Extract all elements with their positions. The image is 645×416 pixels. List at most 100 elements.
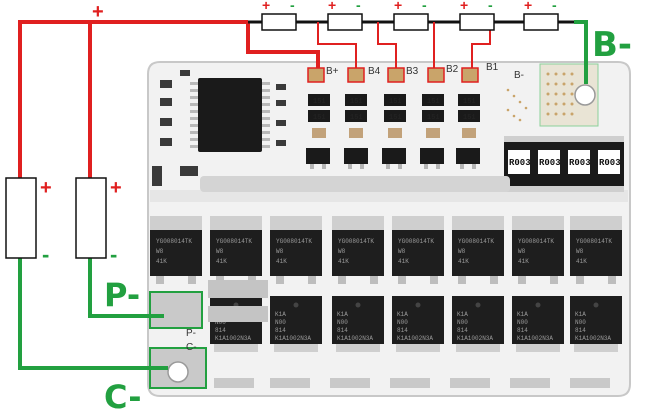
mosfet-body	[270, 230, 322, 276]
bottom-edge-pads	[214, 378, 610, 388]
mosfet-marking: 814	[575, 327, 586, 334]
silk-b3: B3	[406, 66, 419, 77]
mosfet-marking: N00	[337, 319, 348, 326]
mosfet-leg	[576, 276, 584, 284]
small-passives	[152, 70, 286, 186]
mosfet-dot	[593, 302, 599, 308]
silk-p-minus: P-	[186, 328, 196, 339]
resistor-code-8: 151	[389, 114, 402, 122]
mosfet-tab	[274, 344, 318, 352]
mosfet-leg	[156, 276, 164, 284]
resistor-code-4: 151	[427, 98, 440, 106]
mosfet-leg	[550, 276, 558, 284]
mosfet-marking: K1A1002N3A	[275, 335, 311, 342]
mosfet-leg	[188, 276, 196, 284]
mosfet-marking: 814	[337, 327, 348, 334]
p-minus-label: P-	[104, 276, 140, 314]
mosfet-tab	[512, 216, 564, 230]
mosfet-marking: N00	[517, 319, 528, 326]
mosfet-tab	[452, 216, 504, 230]
mosfet-body	[512, 230, 564, 276]
silk-b-plus: B+	[326, 66, 339, 77]
mosfet-marking: K1A	[337, 311, 348, 318]
mosfet-marking: 814	[397, 327, 408, 334]
silk-c-minus: C-	[186, 342, 197, 353]
mosfet-leg	[276, 276, 284, 284]
mosfet-marking: 41K	[276, 258, 287, 265]
mosfet-leg	[398, 276, 406, 284]
mosfet-tab	[150, 216, 202, 230]
solder-band	[200, 176, 510, 192]
mosfet-leg	[308, 276, 316, 284]
mosfet-tab	[396, 344, 440, 352]
mosfet-marking: N00	[397, 319, 408, 326]
bal-plus-4: +	[460, 0, 468, 13]
positive-wires	[18, 20, 320, 178]
balance-resistors	[261, 13, 559, 31]
smd-resistors-row2	[308, 110, 480, 122]
top-plus-label: +	[92, 1, 104, 23]
mounting-hole-b-minus	[574, 84, 596, 106]
controller-ic	[190, 78, 270, 152]
cell-1	[5, 177, 37, 259]
mosfet-marking: N00	[457, 319, 468, 326]
mosfet-marking: YG008014TK	[156, 238, 192, 245]
mosfet-marking: K1A	[575, 311, 586, 318]
mosfet-marking: K1A1002N3A	[397, 335, 433, 342]
mosfet-tab	[392, 216, 444, 230]
mosfet-leg	[370, 276, 378, 284]
shunt-code-2: R003	[539, 158, 561, 168]
mosfet-tab	[456, 344, 500, 352]
mosfet-marking: N00	[215, 319, 226, 326]
mosfet-marking: N00	[275, 319, 286, 326]
shunt-code-4: R003	[599, 158, 621, 168]
silk-b1: B1	[486, 62, 499, 73]
mosfet-body	[210, 230, 262, 276]
mosfet-marking: W8	[156, 248, 164, 255]
mosfet-marking: K1A1002N3A	[575, 335, 611, 342]
mosfet-marking: YG008014TK	[216, 238, 252, 245]
balance-columns: 151 151 151 151 151 151 151 151 151 151	[306, 67, 480, 169]
cell-2	[75, 177, 107, 259]
mosfet-leg	[490, 276, 498, 284]
resistor-code-7: 151	[350, 114, 363, 122]
mosfet-marking: W8	[216, 248, 224, 255]
mosfet-marking: YG008014TK	[576, 238, 612, 245]
mounting-hole-c-minus	[167, 361, 189, 383]
bal-minus-5: -	[552, 0, 557, 13]
mosfet-marking: YG008014TK	[338, 238, 374, 245]
smd-resistors-row1	[308, 94, 480, 106]
mosfet-marking: 41K	[458, 258, 469, 265]
mosfet-tab	[210, 216, 262, 230]
mosfet-marking: K1A1002N3A	[337, 335, 373, 342]
mosfet-marking: K1A	[517, 311, 528, 318]
resistor-code-1: 151	[313, 98, 326, 106]
mosfet-marking: W8	[576, 248, 584, 255]
mosfet-leg	[458, 276, 466, 284]
resistor-code-2: 151	[350, 98, 363, 106]
mosfet-leg	[518, 276, 526, 284]
mosfet-body	[452, 230, 504, 276]
bal-minus-2: -	[356, 0, 361, 13]
mosfet-marking: W8	[276, 248, 284, 255]
mosfet-body	[150, 230, 202, 276]
mosfet-tab	[332, 216, 384, 230]
mosfet-marking: 41K	[338, 258, 349, 265]
silk-b4: B4	[368, 66, 381, 77]
cell2-plus-label: +	[110, 177, 122, 199]
mosfet-tab	[270, 216, 322, 230]
mosfet-tab	[516, 344, 560, 352]
mosfet-body	[392, 230, 444, 276]
c-minus-label: C-	[104, 378, 142, 416]
bal-plus-2: +	[328, 0, 336, 13]
